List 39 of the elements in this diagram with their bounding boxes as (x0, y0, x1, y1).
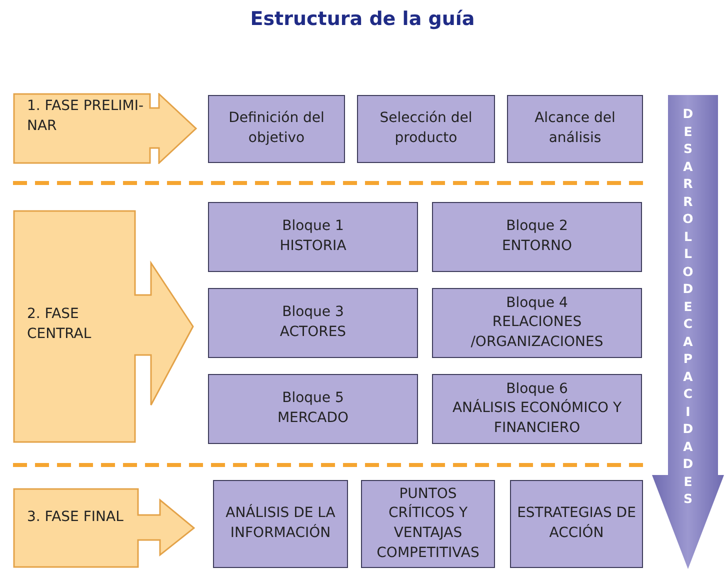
block-heading: Bloque 4 (506, 294, 568, 313)
box-label: PUNTOS CRÍTICOS Y VENTAJAS COMPETITIVAS (376, 484, 480, 563)
box-label: ANÁLISIS ECONÓMICO Y FINANCIERO (451, 399, 623, 438)
box-label: ACTORES (280, 323, 346, 342)
process-box (432, 202, 642, 272)
process-box (208, 95, 345, 163)
phase-label: 1. FASE PRELIMI- NAR (27, 97, 144, 136)
box-label: RELACIONES /ORGANIZACIONES (470, 313, 604, 352)
phase-arrow (13, 210, 194, 443)
box-label: Alcance del análisis (534, 109, 616, 148)
process-box (208, 374, 418, 444)
block-heading: Bloque 3 (282, 303, 344, 322)
box-label: MERCADO (277, 409, 349, 428)
process-box (208, 288, 418, 358)
phase-label: 2. FASE CENTRAL (27, 305, 92, 344)
box-label: Selección del producto (378, 109, 474, 148)
box-label: ANÁLISIS DE LA INFORMACIÓN (224, 504, 336, 543)
process-box (507, 95, 643, 163)
box-label: Definición del objetivo (228, 109, 326, 148)
box-label: ESTRATEGIAS DE ACCIÓN (516, 504, 637, 543)
process-box (357, 95, 495, 163)
phase-arrow (13, 93, 197, 164)
vertical-label: DESARROLLO DE CAPACIDADES (682, 105, 694, 508)
block-heading: Bloque 5 (282, 389, 344, 408)
phase-label: 3. FASE FINAL (27, 508, 124, 527)
diagram-title: Estructura de la guía (249, 8, 476, 30)
process-box (208, 202, 418, 272)
process-box (213, 480, 348, 568)
box-label: ENTORNO (502, 237, 572, 256)
block-heading: Bloque 6 (506, 380, 568, 399)
process-box (361, 480, 495, 568)
block-heading: Bloque 2 (506, 217, 568, 236)
process-box (432, 288, 642, 358)
process-box (432, 374, 642, 444)
box-label: HISTORIA (280, 237, 346, 256)
block-heading: Bloque 1 (282, 217, 344, 236)
process-box (510, 480, 643, 568)
down-arrow (652, 95, 724, 569)
phase-arrow (13, 488, 195, 568)
